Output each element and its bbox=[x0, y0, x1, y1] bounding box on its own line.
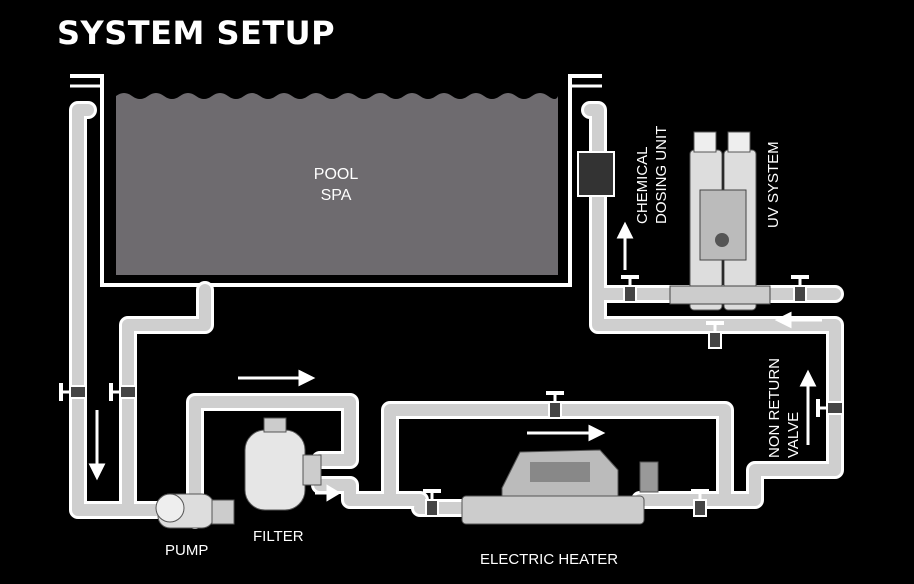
valve-icon bbox=[544, 389, 566, 420]
page-title: SYSTEM SETUP bbox=[57, 14, 336, 52]
non-return-label-line2: VALVE bbox=[785, 411, 802, 458]
chemical-label-line1: CHEMICAL bbox=[634, 146, 651, 224]
pump-icon bbox=[155, 493, 235, 529]
non-return-label-line1: NON RETURN bbox=[766, 358, 783, 458]
uv-system-icon bbox=[669, 131, 771, 311]
chemical-dosing-box-icon bbox=[577, 151, 615, 197]
valve-icon bbox=[107, 381, 138, 403]
pool-label: POOL SPA bbox=[296, 164, 376, 206]
pool-label-line1: POOL bbox=[313, 166, 359, 183]
valve-icon bbox=[57, 381, 88, 403]
filter-label: FILTER bbox=[253, 528, 304, 545]
chemical-label-line2: DOSING UNIT bbox=[653, 125, 670, 224]
non-return-valve-icon bbox=[814, 397, 845, 419]
non-return-valve-label: NON RETURN VALVE bbox=[765, 358, 803, 458]
pump-label: PUMP bbox=[165, 542, 209, 559]
electric-heater-icon bbox=[461, 449, 659, 525]
electric-heater-label: ELECTRIC HEATER bbox=[480, 551, 619, 568]
valve-icon bbox=[789, 273, 811, 304]
flow-arrows bbox=[88, 221, 822, 502]
uv-system-label: UV SYSTEM bbox=[765, 141, 782, 228]
chemical-dosing-label: CHEMICAL DOSING UNIT bbox=[633, 126, 671, 224]
pool-label-line2: SPA bbox=[320, 187, 352, 204]
filter-tank-icon bbox=[244, 417, 322, 511]
pool-tank bbox=[70, 74, 602, 287]
valve-icon bbox=[619, 273, 641, 304]
